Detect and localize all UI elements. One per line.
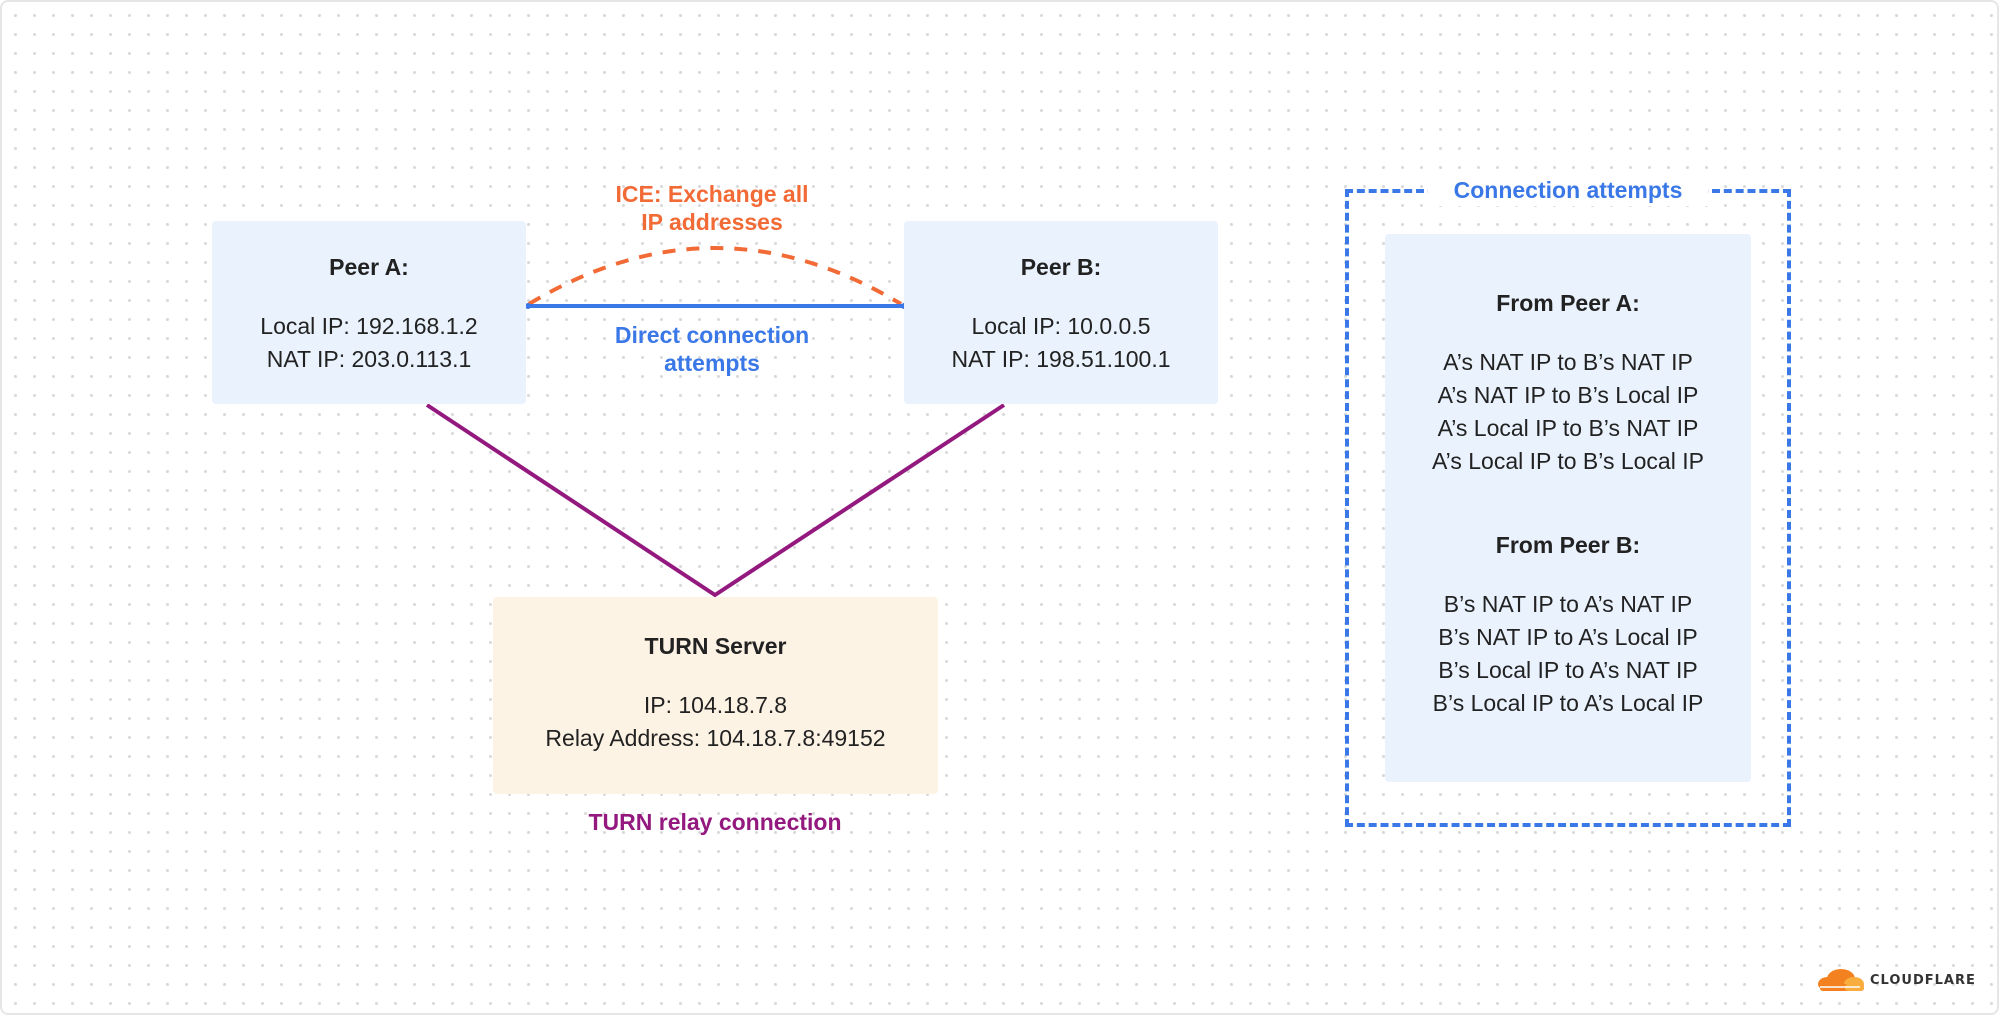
connection-attempts-list: From Peer A: A’s NAT IP to B’s NAT IP A’… xyxy=(1385,234,1751,782)
direct-line-end-left xyxy=(525,303,531,309)
turn-server-relay-address: Relay Address: 104.18.7.8:49152 xyxy=(545,725,886,751)
ice-label-line-2: IP addresses xyxy=(641,209,783,235)
direct-label-line-1: Direct connection xyxy=(614,322,810,348)
from-peer-b-item: B’s NAT IP to A’s Local IP xyxy=(1438,624,1698,650)
peer-a-title: Peer A: xyxy=(329,254,409,280)
peer-a-box: Peer A: Local IP: 192.168.1.2 NAT IP: 20… xyxy=(212,221,526,404)
from-peer-a-title: From Peer A: xyxy=(1496,290,1640,316)
peer-b-nat-ip: NAT IP: 198.51.100.1 xyxy=(951,346,1171,372)
from-peer-a-item: A’s Local IP to B’s Local IP xyxy=(1432,448,1704,474)
ice-label-line-1: ICE: Exchange all xyxy=(615,181,809,207)
from-peer-b-item: B’s NAT IP to A’s NAT IP xyxy=(1443,591,1693,617)
ice-label: ICE: Exchange all IP addresses xyxy=(562,180,862,236)
turn-relay-lines xyxy=(425,403,1006,598)
turn-server-title: TURN Server xyxy=(644,633,787,659)
from-peer-a-item: A’s NAT IP to B’s Local IP xyxy=(1437,382,1699,408)
from-peer-b-title: From Peer B: xyxy=(1495,532,1641,558)
cloudflare-logo: CLOUDFLARE xyxy=(1814,965,1976,995)
turn-server-ip: IP: 104.18.7.8 xyxy=(643,692,788,718)
from-peer-a-item: A’s Local IP to B’s NAT IP xyxy=(1437,415,1699,441)
turn-server-box: TURN Server IP: 104.18.7.8 Relay Address… xyxy=(493,597,938,794)
peer-b-box: Peer B: Local IP: 10.0.0.5 NAT IP: 198.5… xyxy=(904,221,1218,404)
from-peer-b-item: B’s Local IP to A’s Local IP xyxy=(1432,690,1704,716)
from-peer-b-item: B’s Local IP to A’s NAT IP xyxy=(1438,657,1698,683)
from-peer-a-item: A’s NAT IP to B’s NAT IP xyxy=(1443,349,1693,375)
cloudflare-cloud-icon xyxy=(1818,969,1864,991)
peer-a-local-ip: Local IP: 192.168.1.2 xyxy=(260,313,478,339)
turn-relay-label: TURN relay connection xyxy=(588,809,842,835)
peer-b-title: Peer B: xyxy=(1020,254,1102,280)
ice-exchange-arc xyxy=(527,246,903,306)
peer-b-local-ip: Local IP: 10.0.0.5 xyxy=(971,313,1151,339)
direct-connection-label: Direct connection attempts xyxy=(562,321,862,377)
peer-a-nat-ip: NAT IP: 203.0.113.1 xyxy=(266,346,472,372)
cloudflare-logo-text: CLOUDFLARE xyxy=(1870,972,1976,988)
direct-label-line-2: attempts xyxy=(664,350,760,376)
connection-attempts-title: Connection attempts xyxy=(1428,174,1708,206)
